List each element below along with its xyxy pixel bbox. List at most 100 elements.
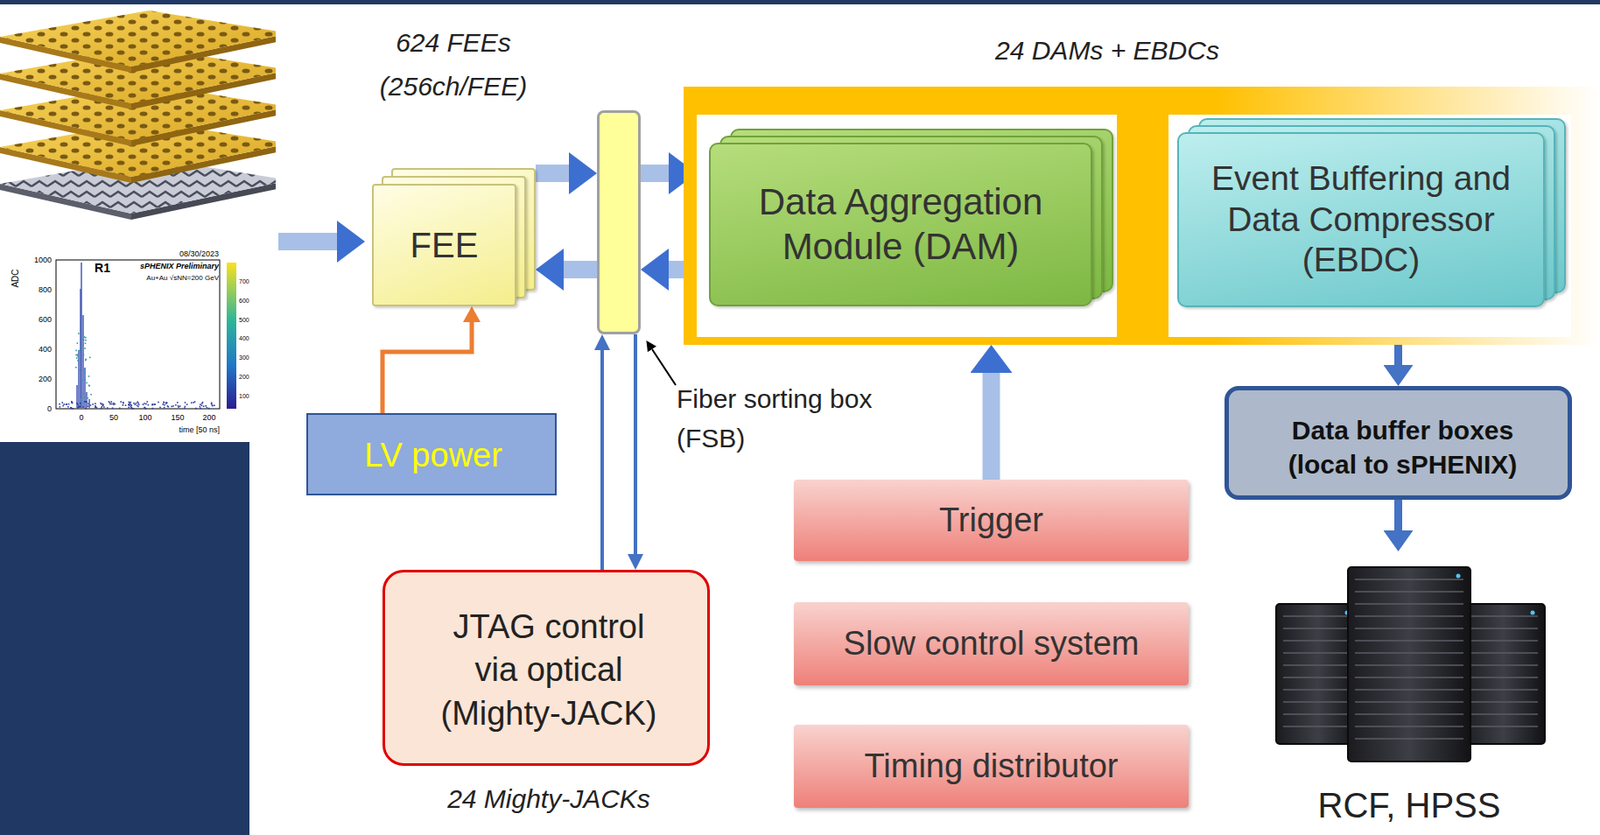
input-arrow: [278, 220, 365, 263]
graphic-line: [1354, 725, 1464, 728]
graphic-rect: [77, 342, 79, 344]
graphic-rect: [211, 405, 214, 408]
graphic-rect: [170, 406, 173, 408]
graphic-rect: [88, 375, 91, 378]
plot-label: 300: [238, 354, 250, 361]
graphic-rect: [177, 406, 180, 408]
plot-label: 400: [38, 345, 52, 354]
graphic-rect: [90, 404, 92, 407]
server-tower: [1276, 603, 1360, 744]
graphic-rect: [122, 402, 125, 405]
graphic-rect: [85, 400, 88, 403]
plot-label: time [50 ns]: [178, 426, 220, 435]
graphic-line: [1354, 578, 1464, 581]
graphic-rect: [127, 407, 130, 409]
lv-power-box: LV power: [306, 413, 557, 496]
graphic-line: [88, 399, 90, 408]
graphic-rect: [172, 405, 175, 408]
graphic-line: [1283, 627, 1353, 630]
stack-layer: [708, 142, 1093, 307]
fee-stack: 624 FEEs (256ch/FEE)FEE: [371, 168, 536, 307]
graphic-line: [1354, 664, 1464, 667]
graphic-rect: [62, 405, 64, 408]
graphic-rect: [176, 401, 179, 404]
graphic-line: [1283, 725, 1353, 728]
graphic-line: [1283, 652, 1353, 654]
graphic-path: [336, 220, 365, 263]
graphic-line: [1354, 701, 1464, 703]
node-text: Event Buffering and Data Compressor (EBD…: [1177, 132, 1545, 308]
graphic-rect: [162, 401, 165, 404]
graphic-rect: [78, 406, 81, 408]
graphic-rect: [82, 406, 85, 408]
graphic-rect: [84, 342, 87, 344]
graphic-rect: [190, 401, 193, 404]
graphic-rect: [1461, 603, 1545, 744]
graphic-rect: [166, 401, 169, 404]
graphic-rect: [143, 402, 146, 405]
graphic-rect: [154, 403, 156, 406]
graphic-rect: [67, 406, 70, 408]
plot-frame: [3, 250, 251, 443]
server-tower: [1461, 603, 1545, 744]
graphic-rect: [100, 403, 103, 406]
graphic-rect: [88, 402, 91, 405]
graphic-rect: [186, 403, 189, 406]
graphic-line: [1468, 615, 1538, 618]
dam-module: Data Aggregation Module (DAM): [696, 114, 1117, 337]
graphic-rect: [84, 371, 86, 374]
graphic-rect: [159, 407, 162, 409]
graphic-rect: [65, 403, 68, 406]
graphic-rect: [84, 400, 86, 403]
dam-ebdc-band: 24 DAMs + EBDCsData Aggregation Module (…: [683, 86, 1600, 345]
graphic-line: [1283, 676, 1353, 679]
graphic-rect: [1347, 567, 1471, 762]
flow-arrow: [982, 372, 1001, 480]
graphic-line: [1354, 615, 1464, 618]
node-text: RCF, HPSS: [1260, 780, 1558, 830]
graphic-rect: [85, 382, 88, 385]
plot-label: 50: [109, 414, 119, 422]
graphic-rect: [199, 407, 202, 410]
node-heading: 24 DAMs + EBDCs: [995, 35, 1363, 67]
graphic-rect: [192, 401, 195, 404]
graphic-line: [1468, 701, 1538, 703]
graphic-rect: [165, 401, 168, 404]
graphic-rect: [79, 399, 82, 401]
graphic-rect: [90, 393, 92, 396]
graphic-rect: [137, 406, 140, 408]
color-scale: [226, 262, 237, 409]
graphic-rect: [175, 404, 177, 407]
graphic-rect: [88, 385, 91, 387]
ebdc-module: Event Buffering and Data Compressor (EBD…: [1168, 114, 1572, 337]
graphic-line: [1354, 627, 1464, 630]
graphic-rect: [130, 404, 133, 407]
plot-label: 200: [202, 414, 216, 422]
node-text: Slow control system: [793, 602, 1189, 686]
graphic-rect: [58, 403, 61, 406]
graphic-rect: [129, 401, 132, 404]
graphic-rect: [79, 406, 82, 408]
graphic-rect: [136, 400, 139, 403]
graphic-rect: [112, 407, 114, 409]
graphic-rect: [87, 397, 90, 400]
graphic-rect: [119, 407, 121, 410]
graphic-rect: [82, 332, 85, 335]
jtag-box: JTAG control via optical (Mighty-JACK)24…: [382, 569, 710, 766]
plot-label: 0: [47, 405, 52, 414]
graphic-line: [1468, 713, 1538, 716]
graphic-rect: [1276, 603, 1360, 744]
graphic-rect: [157, 401, 160, 404]
graphic-rect: [163, 404, 166, 407]
graphic-rect: [84, 347, 86, 350]
node-text: FEE: [371, 183, 517, 307]
graphic-rect: [132, 407, 134, 410]
graphic-line: [1283, 664, 1353, 667]
graphic-rect: [167, 405, 169, 408]
graphic-rect: [208, 407, 211, 410]
graphic-rect: [77, 359, 79, 362]
graphic-path: [278, 232, 337, 251]
graphic-rect: [125, 404, 127, 407]
graphic-rect: [76, 357, 78, 359]
